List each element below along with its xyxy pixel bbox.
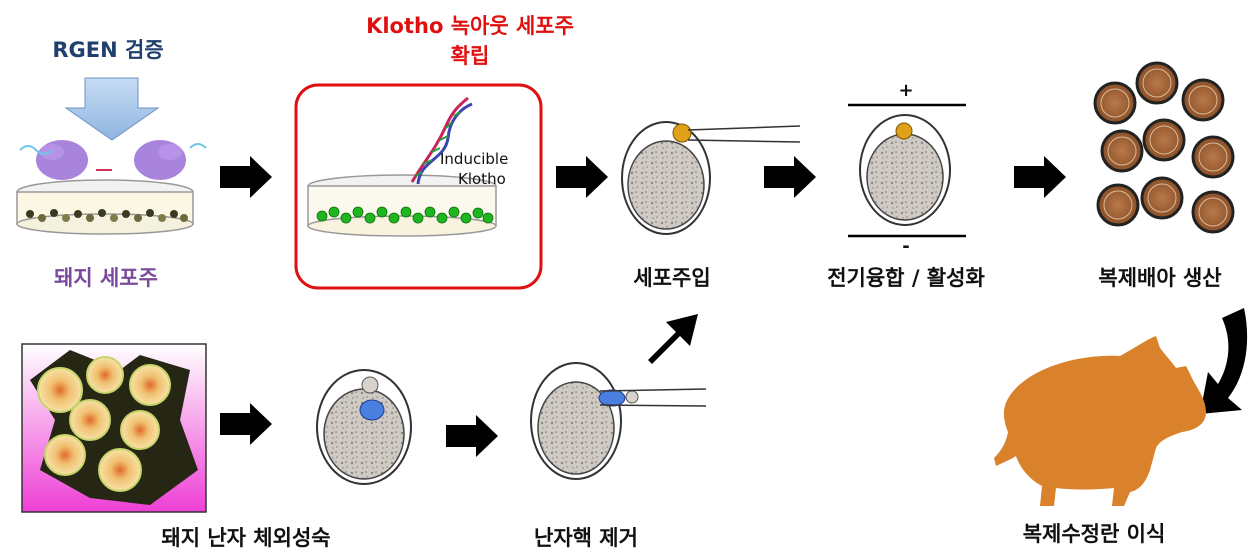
pig-silhouette xyxy=(994,336,1206,506)
enucleation-oocyte xyxy=(531,363,706,479)
diagonal-arrow-up xyxy=(648,314,698,364)
plus-sign: + xyxy=(898,80,913,101)
inducible-label-line1: Inducible xyxy=(440,150,508,168)
klotho-title-line1: Klotho 녹아웃 세포주 xyxy=(366,10,574,40)
arrow-1 xyxy=(220,156,272,198)
cloned-embryos-illustration xyxy=(1095,63,1233,232)
oocyte-ivm-label: 돼지 난자 체외성숙 xyxy=(161,522,330,552)
pig-cell-dish-illustration xyxy=(17,78,206,234)
klotho-title-line2: 확립 xyxy=(451,40,490,70)
arrow-5 xyxy=(220,403,272,445)
rgen-label: RGEN 검증 xyxy=(52,34,163,64)
nuclear-injection-label: 세포주입 xyxy=(633,262,710,292)
minus-sign: - xyxy=(902,236,909,257)
enucleation-label: 난자핵 제거 xyxy=(534,522,638,552)
curved-arrow-to-pig xyxy=(1200,308,1247,414)
embryo-transfer-label: 복제수정란 이식 xyxy=(1023,518,1166,548)
arrow-2 xyxy=(556,156,608,198)
clone-embryo-label: 복제배아 생산 xyxy=(1098,262,1221,292)
inducible-label-line2: Klotho xyxy=(458,170,506,188)
arrow-4 xyxy=(1014,156,1066,198)
arrow-6 xyxy=(446,415,498,457)
arrow-3 xyxy=(764,156,816,198)
electrofusion-label: 전기융합 / 활성화 xyxy=(827,262,985,292)
matured-oocytes-photo xyxy=(22,344,206,512)
electrofusion-illustration xyxy=(848,105,966,236)
matured-oocyte-single xyxy=(317,370,411,484)
pig-cell-line-label: 돼지 세포주 xyxy=(54,262,158,292)
